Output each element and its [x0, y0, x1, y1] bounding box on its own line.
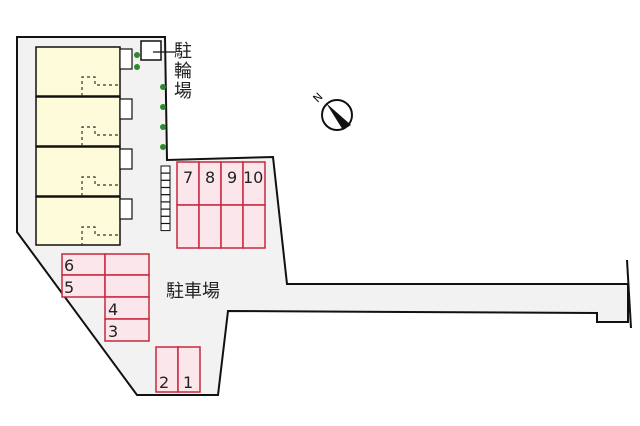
interior-partition: [81, 126, 120, 146]
bicycle-rack: [160, 194, 171, 203]
bicycle-parking-label: 駐 輪 場: [174, 41, 192, 102]
interior-partition: [81, 176, 120, 196]
parking-space-number: 7: [183, 168, 193, 187]
parking-space: 4: [104, 296, 150, 320]
bicycle-rack: [160, 201, 171, 210]
tree-icon: [160, 124, 166, 130]
building: [35, 46, 133, 246]
bicycle-rack: [160, 208, 171, 217]
parking-space-number: 4: [108, 300, 118, 319]
bicycle-rack: [160, 187, 171, 196]
tree-icon: [160, 104, 166, 110]
parking-space: 3: [104, 318, 150, 342]
bicycle-racks: [160, 165, 171, 232]
bicycle-shed: [140, 40, 162, 61]
parking-space-number: 3: [108, 322, 118, 341]
apartment-unit: [35, 196, 121, 246]
bicycle-rack: [160, 172, 171, 181]
parking-space: 8: [198, 161, 222, 206]
compass-icon: N: [311, 90, 353, 131]
parking-space: 2: [155, 346, 179, 393]
apartment-unit: [35, 46, 121, 97]
bicycle-rack: [160, 215, 171, 224]
tree-icon: [160, 144, 166, 150]
parking-space: 6: [61, 253, 106, 276]
balcony: [119, 198, 133, 220]
parking-space: 5: [61, 274, 106, 298]
parking-space: [220, 204, 244, 249]
parking-space: [104, 253, 150, 276]
bicycle-parking-char: 駐: [174, 41, 192, 62]
road-end-line: [626, 259, 632, 329]
bicycle-parking-char: 輪: [174, 61, 192, 82]
compass-north-label: N: [311, 90, 326, 105]
lot-boundary: [16, 36, 629, 396]
parking-space: 9: [220, 161, 244, 206]
apartment-unit: [35, 96, 121, 147]
parking-lot-label: 駐車場: [166, 281, 220, 302]
parking-space: [242, 204, 266, 249]
parking-space-number: 9: [227, 168, 237, 187]
parking-space-number: 6: [64, 256, 74, 275]
parking-space: 10: [242, 161, 266, 206]
bicycle-rack: [160, 179, 171, 188]
balcony: [119, 98, 133, 120]
bicycle-rack: [160, 223, 171, 232]
parking-space: [176, 204, 200, 249]
parking-space: [104, 274, 150, 298]
parking-space-number: 8: [205, 168, 215, 187]
parking-space: 1: [177, 346, 201, 393]
bicycle-rack: [160, 165, 171, 174]
balcony: [119, 148, 133, 170]
balcony: [119, 48, 133, 70]
interior-partition: [81, 226, 120, 246]
tree-icon: [134, 64, 140, 70]
parking-space: [198, 204, 222, 249]
bicycle-parking-char: 場: [174, 81, 192, 102]
interior-partition: [81, 76, 120, 96]
parking-space: 7: [176, 161, 200, 206]
tree-icon: [134, 52, 140, 58]
trees: [134, 52, 166, 150]
parking-space-number: 1: [183, 373, 193, 392]
apartment-unit: [35, 146, 121, 197]
parking-space-number: 2: [159, 373, 169, 392]
tree-icon: [160, 84, 166, 90]
parking-space-number: 10: [243, 168, 263, 187]
parking-space-number: 5: [64, 278, 74, 297]
